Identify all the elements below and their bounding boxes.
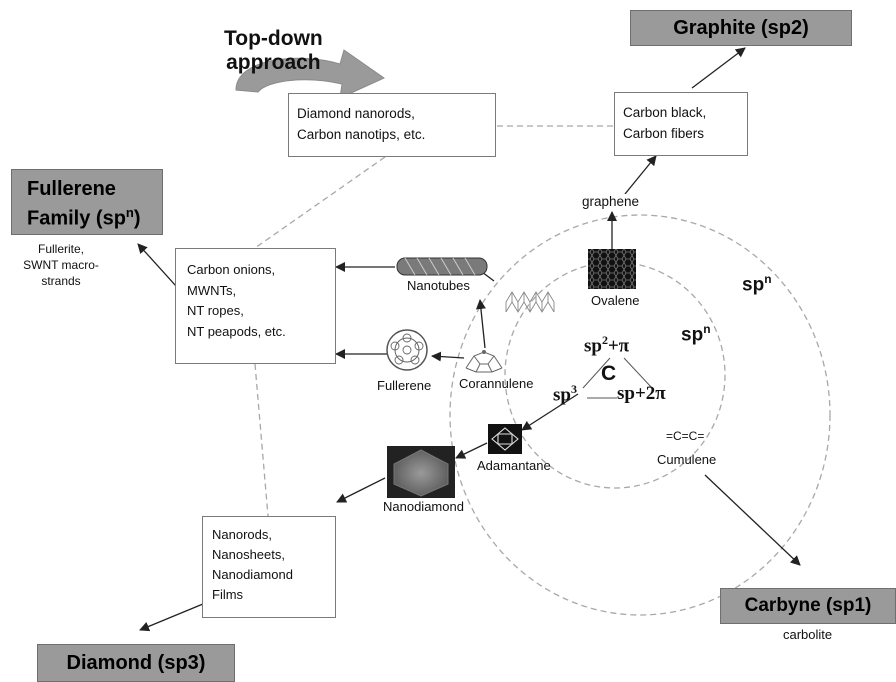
spn-outer-label: spn: [742, 272, 772, 296]
carbon-center-label: C: [601, 362, 617, 385]
arrow-graphene-carbonblack: [624, 155, 657, 195]
fullerene-ball-icon: [386, 329, 428, 371]
top-down-line-2: approach: [226, 51, 321, 74]
spn-inner-label: spn: [681, 322, 711, 346]
graphite-category-box: Graphite (sp2): [630, 10, 852, 46]
carbolite-label: carbolite: [783, 627, 833, 642]
corannulene-structure-icon: [465, 350, 503, 373]
top-down-line-1: Top-down: [224, 27, 323, 50]
sp-2pi-label: sp+2π: [617, 383, 666, 404]
top-down-arrow-icon: [235, 49, 386, 99]
graphene-strip-icon: [505, 291, 555, 313]
fullerene-family-line-2: Family (spn): [27, 205, 141, 230]
arrow-cumulene-carbyne: [704, 474, 801, 566]
nanotubes-label: Nanotubes: [407, 278, 470, 293]
dashed-link-topdown-fullerene: [254, 156, 386, 249]
carbyne-category-box: Carbyne (sp1): [720, 588, 896, 624]
fullerene-family-line-1: Fullerene: [27, 178, 116, 200]
cumulene-formula-label: =C=C=: [666, 429, 705, 443]
arrow-nanodiamond-products: [336, 477, 386, 503]
adamantane-label: Adamantane: [477, 458, 551, 473]
triangle-edge-right: [623, 357, 653, 389]
arrow-carbonblack-graphite: [691, 47, 746, 89]
ovalene-structure-icon: [588, 249, 636, 289]
corannulene-label: Corannulene: [459, 376, 534, 391]
graphite-products-box: Carbon black, Carbon fibers: [614, 92, 748, 156]
sp3-label: sp3: [553, 382, 577, 406]
triangle-edge-left: [582, 357, 611, 389]
fullerene-family-category-box: Fullerene Family (spn): [11, 169, 163, 235]
diamond-category-label: Diamond (sp3): [66, 652, 206, 674]
outer-hybridization-circle: [449, 214, 831, 616]
fullerene-family-examples: Fullerite, SWNT macro- strands: [23, 242, 99, 288]
carbyne-category-label: Carbyne (sp1): [744, 595, 872, 616]
fullerene-label: Fullerene: [377, 378, 432, 393]
nanotube-structure-icon: [396, 257, 488, 276]
arrow-sp3-adamantane: [521, 393, 579, 431]
top-down-approach-label: Top-down approach: [224, 27, 323, 75]
arrow-corannulene-fullerene: [431, 351, 465, 362]
arrow-adamantane-nanodiamond: [455, 442, 488, 459]
top-down-products-box: Diamond nanorods, Carbon nanotips, etc.: [288, 93, 496, 157]
cumulene-label: Cumulene: [657, 452, 717, 467]
fullerene-products-box: Carbon onions, MWNTs, NT ropes, NT peapo…: [175, 248, 336, 364]
graphene-label: graphene: [582, 194, 640, 209]
sp2-pi-label: sp2+π: [584, 333, 630, 357]
adamantane-structure-icon: [488, 424, 522, 454]
nanodiamond-label: Nanodiamond: [383, 499, 464, 514]
ovalene-label: Ovalene: [591, 293, 640, 308]
diamond-category-box: Diamond (sp3): [37, 644, 235, 682]
arrow-corannulene-nanotubes: [475, 299, 486, 349]
dashed-link-fullerene-diamond: [254, 363, 269, 517]
diamond-products-box: Nanorods, Nanosheets, Nanodiamond Films: [202, 516, 336, 618]
nanodiamond-structure-icon: [387, 446, 455, 498]
graphite-category-label: Graphite (sp2): [673, 17, 809, 39]
